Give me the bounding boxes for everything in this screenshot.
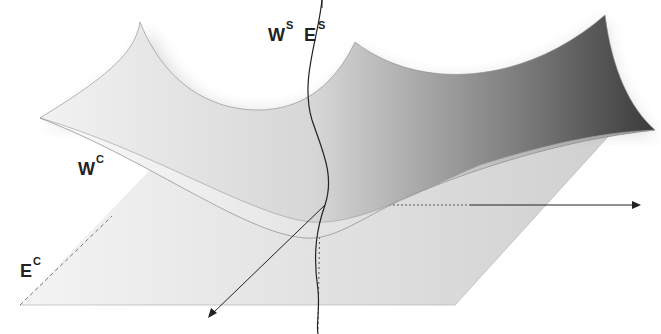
manifold-superscript: C bbox=[96, 154, 104, 165]
center-manifold-surface bbox=[40, 15, 655, 238]
stable-manifold-curve bbox=[308, 0, 329, 334]
eigenspace-letter: E bbox=[20, 262, 32, 280]
eigenspace-superscript: S bbox=[318, 20, 325, 31]
eigenspace-superscript: C bbox=[33, 256, 41, 267]
eigenspace-letter: E bbox=[304, 26, 316, 44]
manifold-superscript: S bbox=[286, 20, 293, 31]
manifold-letter: W bbox=[78, 160, 95, 178]
manifold-letter: W bbox=[268, 26, 285, 44]
